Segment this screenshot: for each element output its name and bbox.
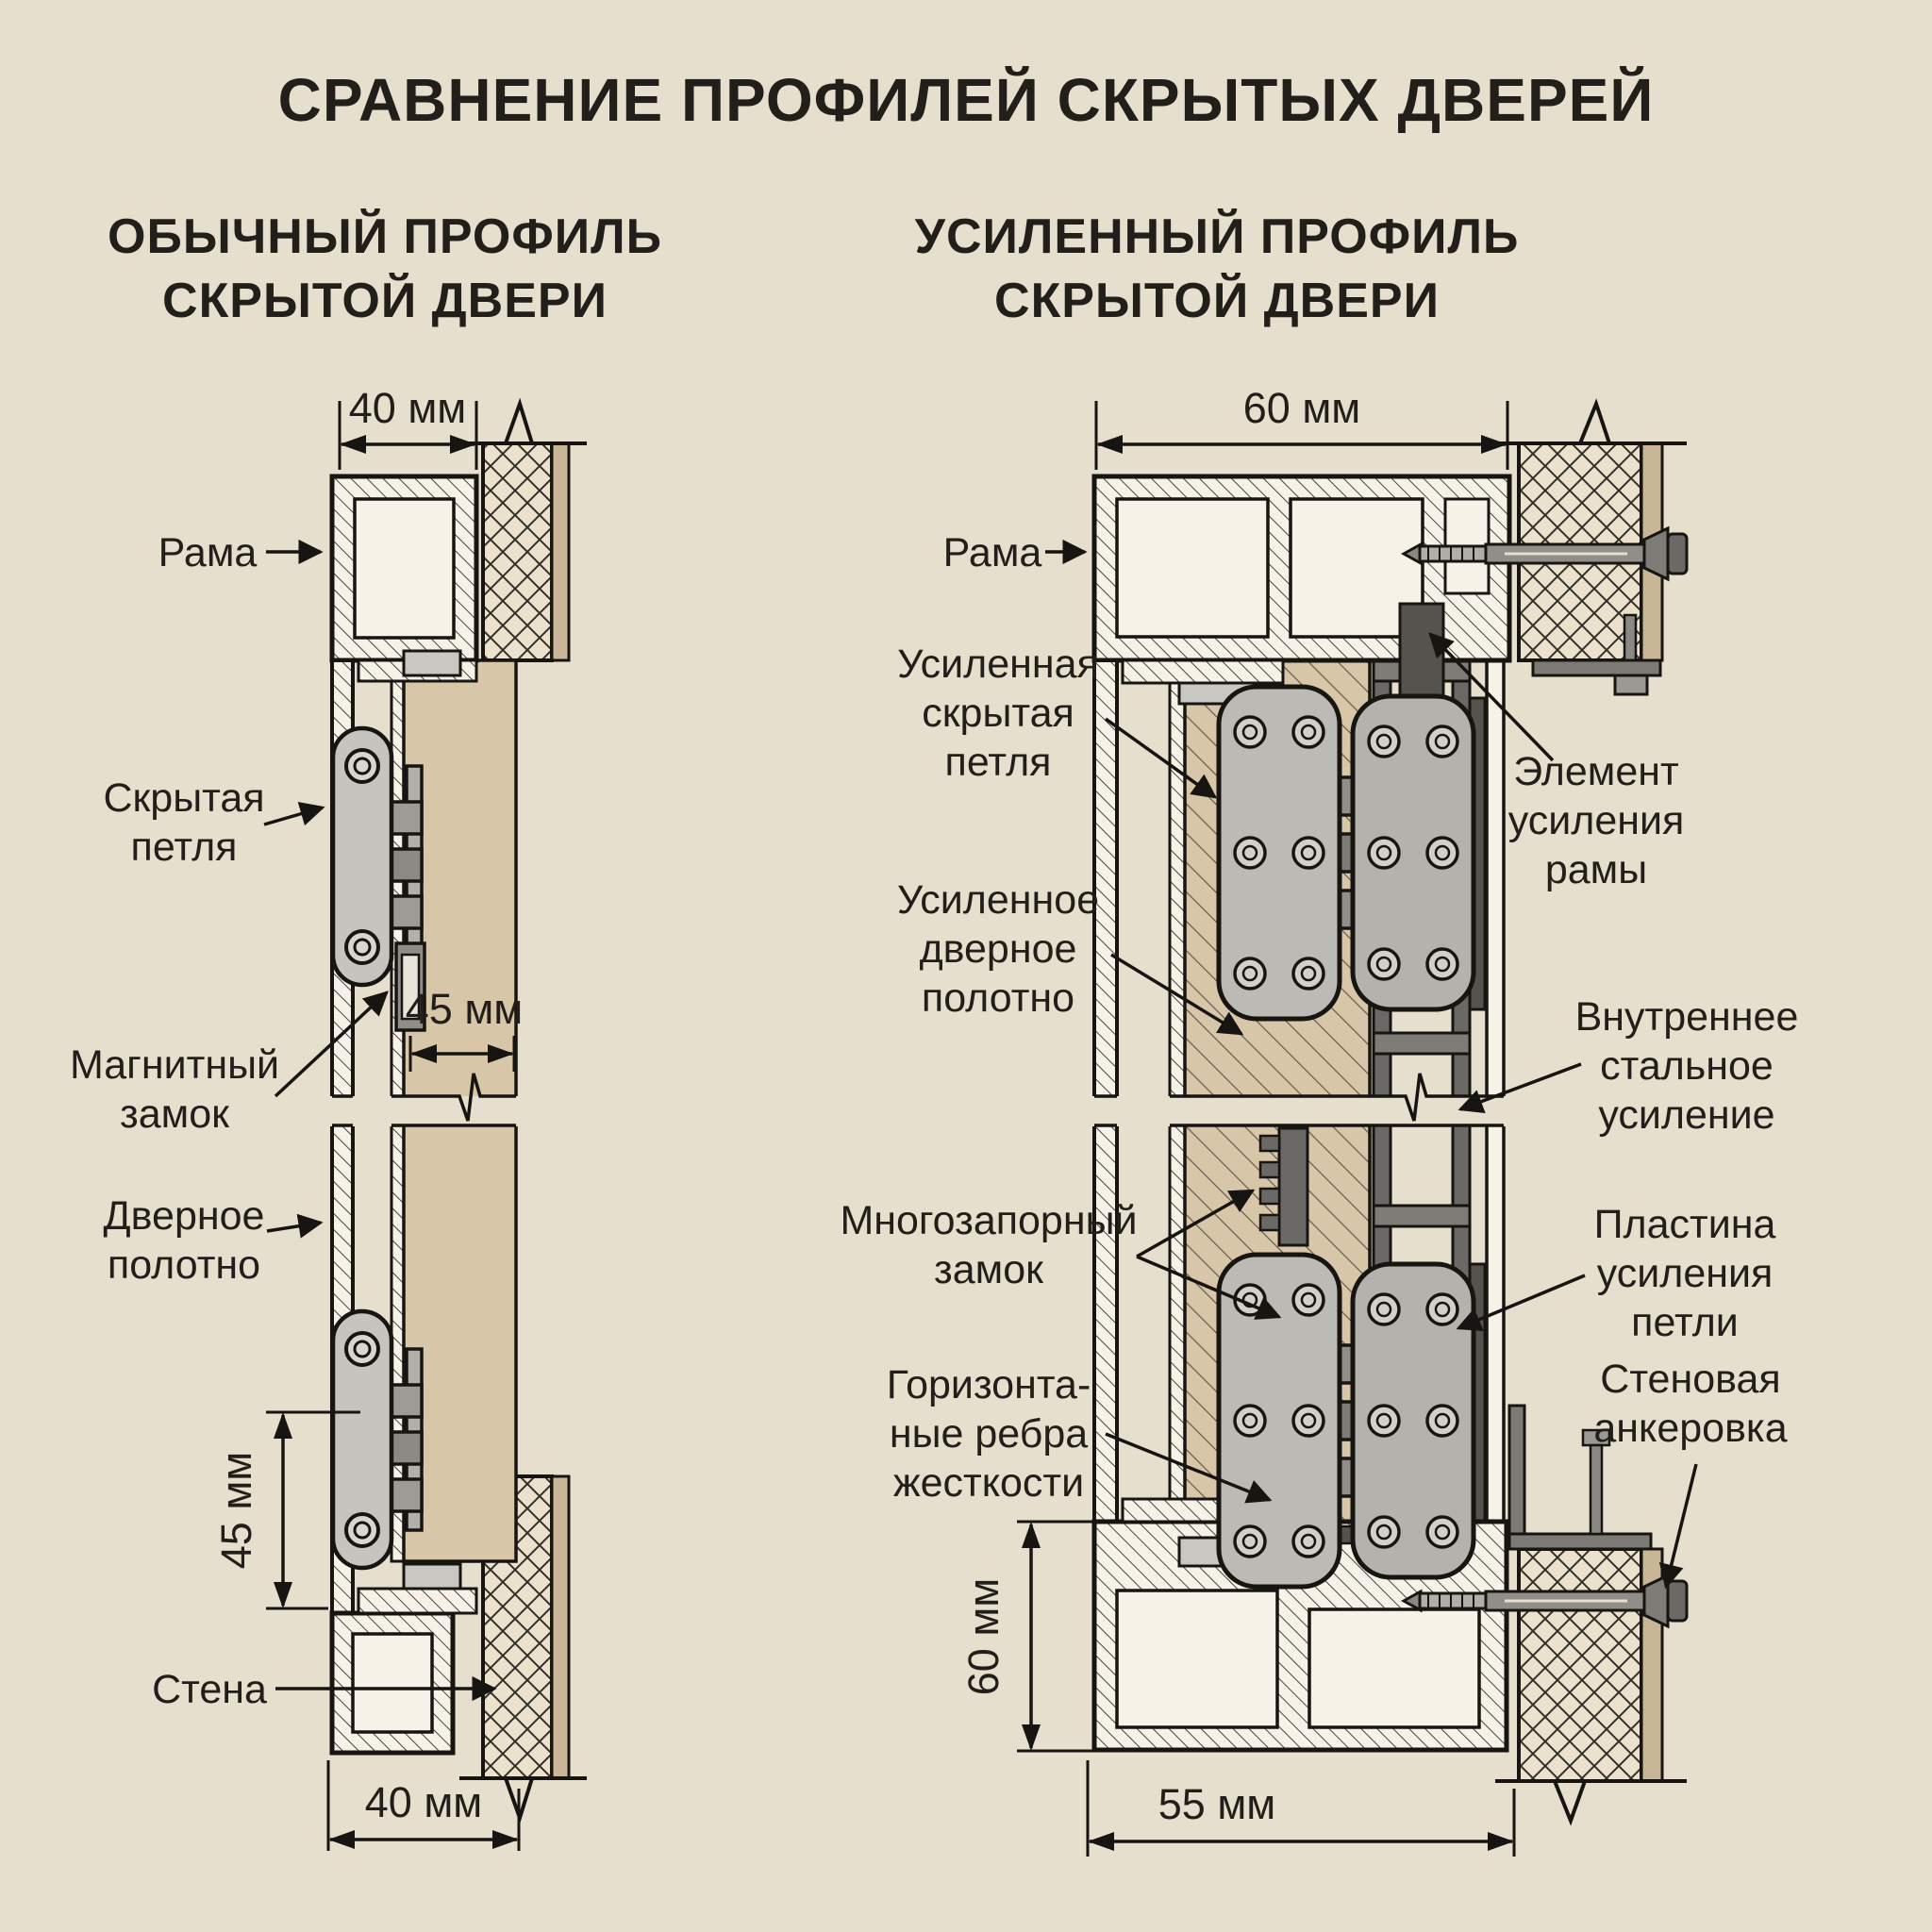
dim-bottom-label-r: 55 мм — [1158, 1780, 1275, 1828]
steel-leader — [1457, 1062, 1582, 1113]
dimension-top-60: 60 мм — [1094, 384, 1509, 470]
steel-label-line2: стальное — [1600, 1043, 1774, 1089]
reinforced-leaf-label-line3: полотно — [922, 975, 1074, 1021]
maglock-label-line2: замок — [120, 1091, 230, 1137]
ribs-label-line2: ные ребра — [890, 1411, 1088, 1457]
dimension-top-40: 40 мм — [338, 384, 478, 470]
wall-section-bottom-r — [1495, 1404, 1687, 1826]
steel-label-line3: усиление — [1598, 1092, 1774, 1138]
left-subtitle-line1: ОБЫЧНЫЙ ПРОФИЛЬ — [108, 208, 662, 264]
reinforced-leaf-label-line1: Усиленное — [897, 877, 1099, 923]
reinforced-hinge-label-line2: скрытая — [922, 691, 1074, 736]
anchor-bracket — [1507, 1532, 1653, 1551]
ribs-leader — [1105, 1432, 1273, 1504]
reinforced-hinge-leader — [1104, 717, 1218, 799]
leaf-label-line1: Дверное — [104, 1193, 265, 1239]
multilock-label-line1: Многозапорный — [840, 1198, 1137, 1243]
ribs-label-line1: Горизонта- — [887, 1362, 1091, 1407]
reinforced-frame-profile — [1091, 474, 1512, 1753]
dim-side-label-r: 60 мм — [959, 1578, 1008, 1695]
wall-anchor-label-line2: анкеровка — [1593, 1406, 1787, 1451]
right-subtitle-line1: УСИЛЕННЫЙ ПРОФИЛЬ — [915, 208, 1520, 264]
frame-reinf-leader — [1428, 632, 1555, 762]
wall-label: Стена — [152, 1667, 267, 1712]
reinforced-leaf-leader — [1110, 953, 1244, 1036]
wall-section-top — [459, 397, 587, 662]
reinforced-hinge-label-line3: петля — [945, 740, 1052, 785]
frame-reinf-label-line1: Элемент — [1513, 749, 1678, 794]
hinge-plate-leader — [1456, 1274, 1586, 1332]
reinforced-hinge-label-line1: Усиленная — [897, 641, 1099, 687]
leaf-leader — [266, 1213, 324, 1239]
multipoint-lock — [1258, 1126, 1309, 1247]
dimension-bottom-40: 40 мм — [326, 1760, 521, 1851]
hinge-plate-label-line3: петли — [1631, 1300, 1739, 1345]
maglock-label-line1: Магнитный — [70, 1042, 279, 1088]
maglock-leader — [274, 991, 389, 1098]
reinforced-profile-drawing: 60 мм 60 мм 55 мм Рама Усиленная скрытая… — [840, 384, 1798, 1857]
hinge-label-line2: петля — [131, 824, 238, 870]
hidden-hinge-bottom — [333, 1311, 422, 1568]
frame-label-r: Рама — [943, 530, 1042, 575]
frame-label: Рама — [158, 530, 258, 575]
dimension-hinge-45: 45 мм — [212, 1410, 360, 1610]
reinforced-leaf-label-line2: дверное — [920, 926, 1077, 972]
hinge-plate-label-line1: Пластина — [1594, 1202, 1776, 1247]
dimension-side-60: 60 мм — [959, 1520, 1092, 1753]
page-title: СРАВНЕНИЕ ПРОФИЛЕЙ СКРЫТЫХ ДВЕРЕЙ — [278, 65, 1655, 134]
dim-leaf-label: 45 мм — [406, 985, 523, 1033]
hinge-plate-label-line2: усиления — [1597, 1251, 1774, 1296]
hinge-label-line1: Скрытая — [103, 775, 264, 821]
dimension-leaf-45: 45 мм — [406, 985, 523, 1072]
wall-anchor-leader — [1658, 1463, 1698, 1590]
leaf-label-line2: полотно — [108, 1242, 260, 1288]
stiffening-rib — [1372, 1204, 1472, 1228]
stiffening-rib — [1372, 1031, 1472, 1056]
magnetic-lock — [394, 941, 426, 1032]
wall-anchor-label-line1: Стеновая — [1600, 1357, 1780, 1402]
frame-reinf-label-line2: усиления — [1508, 798, 1685, 843]
dim-bottom-label: 40 мм — [365, 1778, 482, 1826]
dimension-bottom-55: 55 мм — [1086, 1760, 1516, 1857]
left-subtitle-line2: СКРЫТОЙ ДВЕРИ — [162, 273, 608, 328]
multilock-label-line2: замок — [934, 1247, 1044, 1292]
break-lines-r — [1085, 1073, 1514, 1127]
dim-top-label-r: 60 мм — [1243, 384, 1360, 432]
left-labels: Рама Скрытая петля Магнитный замок Дверн… — [70, 530, 497, 1712]
multilock-leader-1 — [1136, 1189, 1256, 1258]
right-labels: Рама Усиленная скрытая петля Усиленное д… — [840, 530, 1799, 1590]
hinge-leader — [263, 801, 325, 826]
steel-label-line1: Внутреннее — [1575, 994, 1799, 1040]
break-lines — [311, 1073, 585, 1127]
anchor-bracket-leg — [1507, 1404, 1526, 1551]
right-subtitle-line2: СКРЫТОЙ ДВЕРИ — [994, 273, 1440, 328]
dim-hinge-label: 45 мм — [212, 1452, 260, 1569]
multilock-leader-2 — [1136, 1255, 1282, 1320]
ribs-label-line3: жесткости — [893, 1460, 1084, 1506]
dim-top-label: 40 мм — [349, 384, 466, 432]
frame-reinf-label-line3: рамы — [1545, 847, 1647, 892]
standard-profile-drawing: 40 мм 45 мм 45 мм 40 мм Рама Скр — [70, 384, 587, 1851]
